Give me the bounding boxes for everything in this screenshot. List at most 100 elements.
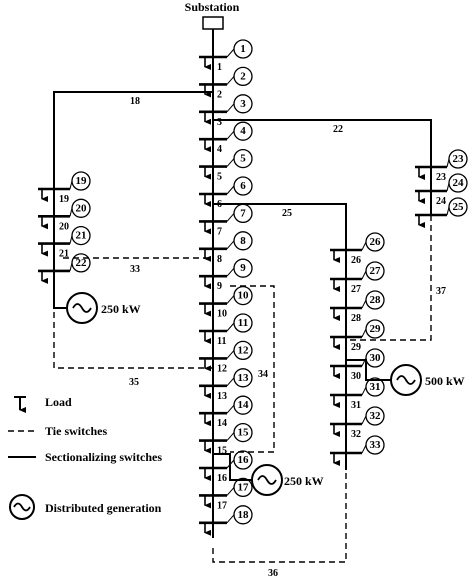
bus-label: 17 <box>217 500 227 511</box>
bus-label: 20 <box>59 221 69 232</box>
bus-label: 11 <box>217 336 226 347</box>
node-circle <box>233 94 253 114</box>
node-connector <box>226 404 235 414</box>
node-number: 4 <box>240 125 246 137</box>
node-circle <box>233 477 253 498</box>
node-connector <box>361 270 367 280</box>
node-connector <box>361 328 367 338</box>
node-circle <box>71 198 91 218</box>
bus-18: 18 <box>199 505 253 536</box>
node-connector <box>226 350 235 359</box>
node-circle <box>448 197 468 217</box>
dg-node-16: 250 kW <box>213 453 324 496</box>
legend: Load Tie switches Sectionalizing switche… <box>8 395 162 520</box>
substation-box <box>202 16 224 30</box>
node-circle <box>365 435 385 455</box>
bus-label: 2 <box>217 89 222 100</box>
node-circle <box>71 225 91 246</box>
branch-18-line <box>53 91 213 185</box>
node-number: 22 <box>76 257 88 269</box>
bus-label: 24 <box>436 196 446 207</box>
bus-12: 12 12 <box>199 340 253 374</box>
node-circle <box>233 121 253 141</box>
branch-25-label: 25 <box>282 208 292 219</box>
dg-22-label: 250 kW <box>101 302 141 316</box>
node-connector <box>226 295 235 304</box>
node-number: 16 <box>238 454 250 466</box>
node-number: 1 <box>240 43 246 55</box>
tie-switch-36 <box>212 470 347 563</box>
bus-label: 16 <box>217 473 227 484</box>
bus-label: 19 <box>59 194 69 205</box>
substation-label: Substation <box>185 0 240 14</box>
node-number: 26 <box>370 236 382 248</box>
node-number: 20 <box>76 202 88 214</box>
legend-dg-label: Distributed generation <box>45 501 162 515</box>
node-connector <box>226 322 235 332</box>
node-connector <box>226 185 235 195</box>
bus-label: 3 <box>217 117 222 128</box>
bus-label: 13 <box>217 391 227 402</box>
node-connector <box>226 130 235 140</box>
legend-tie-label: Tie switches <box>45 424 107 438</box>
bus-9: 99 <box>199 258 253 292</box>
bus-label: 12 <box>217 363 227 374</box>
tie-switch-37 <box>346 215 432 341</box>
node-connector <box>226 377 235 387</box>
node-circle <box>233 148 253 169</box>
node-circle <box>365 377 385 397</box>
node-circle <box>233 313 253 333</box>
bus-4: 44 <box>199 121 253 155</box>
node-connector <box>226 48 235 58</box>
branch-22-label: 22 <box>333 124 343 135</box>
node-circle <box>365 261 385 281</box>
tie-34-label: 34 <box>258 369 268 380</box>
node-circle <box>448 173 468 193</box>
bus-21: 21 21 <box>38 225 91 260</box>
node-circle <box>448 149 468 169</box>
node-number: 21 <box>76 230 87 242</box>
node-circle <box>233 231 253 251</box>
dg-node-30: 500 kW <box>346 359 465 396</box>
tie-36-label: 36 <box>268 568 278 579</box>
node-circle <box>233 505 253 525</box>
node-number: 3 <box>240 98 246 110</box>
bus-label: 21 <box>59 249 69 260</box>
node-circle <box>365 348 385 368</box>
node-connector <box>226 158 235 167</box>
node-circle <box>365 319 385 339</box>
node-circle <box>233 176 253 196</box>
bus-5: 55 <box>199 148 253 183</box>
node-circle <box>365 232 385 252</box>
bus-label: 5 <box>217 172 222 183</box>
branch-22-line <box>213 119 432 160</box>
bus-label: 27 <box>351 284 361 295</box>
node-number: 7 <box>240 207 246 219</box>
tie-33-label: 33 <box>130 264 140 275</box>
node-circle <box>365 406 385 426</box>
bus-label: 4 <box>217 144 222 155</box>
node-circle <box>365 290 385 310</box>
node-number: 28 <box>370 294 382 306</box>
node-connector <box>226 76 235 85</box>
bus-label: 10 <box>217 309 227 320</box>
node-number: 12 <box>238 344 250 356</box>
node-circle <box>233 450 253 470</box>
node-number: 8 <box>240 235 246 247</box>
bus-8: 88 <box>199 231 253 265</box>
node-circle <box>233 39 253 59</box>
bus-label: 29 <box>351 342 361 353</box>
node-circle <box>233 368 253 388</box>
node-number: 14 <box>238 399 250 411</box>
branch-25-line <box>213 203 347 244</box>
